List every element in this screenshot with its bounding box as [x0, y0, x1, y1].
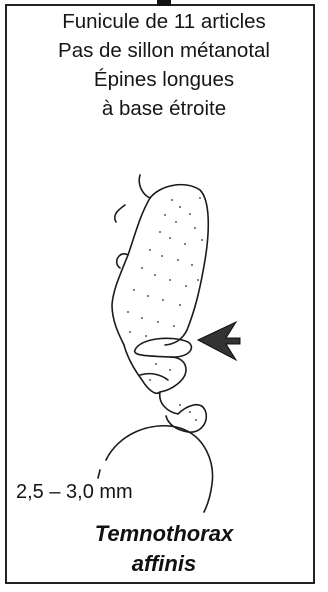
- species-genus: Temnothorax: [0, 519, 328, 549]
- metanotal-arrow-icon: [198, 322, 240, 360]
- mesosoma-stippling: [127, 197, 203, 421]
- species-name: Temnothorax affinis: [0, 519, 328, 579]
- mesosoma-outline: [98, 175, 213, 512]
- species-epithet: affinis: [0, 549, 328, 579]
- size-range: 2,5 – 3,0 mm: [16, 481, 133, 504]
